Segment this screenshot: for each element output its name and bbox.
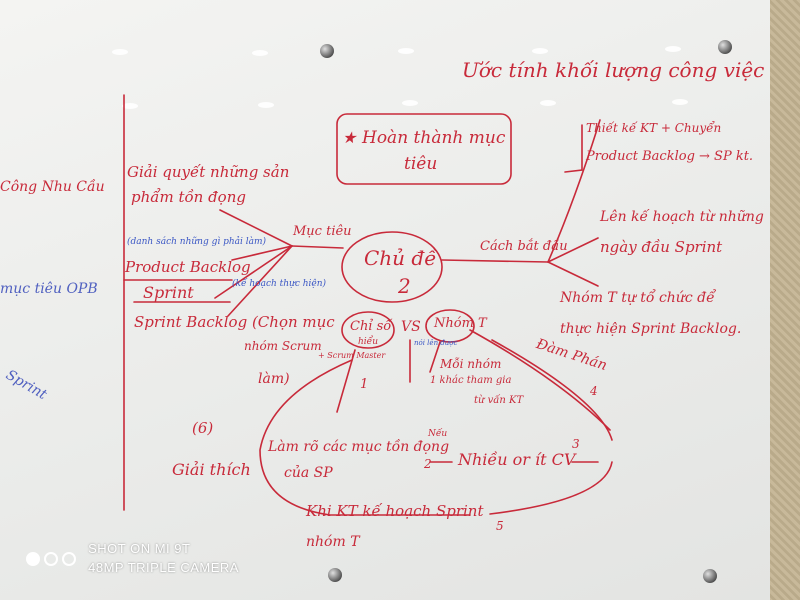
center-topic-line-1: Chủ đề: [364, 246, 437, 270]
members-note-2: 1 khác tham gia: [430, 375, 512, 386]
cycle-bottom-line-1: Khi KT kế hoạch Sprint: [306, 502, 484, 520]
ceiling-light-reflection: [672, 99, 688, 105]
watermark-line-2: 48MP TRIPLE CAMERA: [88, 559, 239, 575]
right-item-2-line-1: Lên kế hoạch từ những: [600, 209, 764, 225]
left-item-2: Product Backlog: [125, 258, 251, 276]
ceiling-light-reflection: [258, 102, 274, 108]
cycle-right-label: Nhiều or ít CV: [458, 450, 576, 469]
left-item-4-cont-2: làm): [258, 371, 290, 387]
step-number-4: 4: [590, 384, 598, 398]
node-right-ellipse: [425, 309, 475, 343]
node-left-ellipse: [341, 311, 395, 349]
node-right-label: Nhóm T: [434, 316, 487, 331]
fan-right-3: [547, 261, 599, 287]
branch-to-right-label: [441, 259, 549, 263]
cycle-left-line-2: của SP: [284, 465, 333, 481]
ceiling-light-reflection: [112, 49, 128, 55]
cycle-bottom-line-2: nhóm T: [306, 534, 360, 550]
goal-box: [336, 113, 512, 185]
scrum-master-note: + Scrum Master: [318, 351, 386, 360]
blue-small-note: nói lên được: [414, 339, 458, 347]
step-number-2: 2: [424, 457, 432, 471]
right-bracket: [564, 124, 583, 173]
cycle-arrow-right: [491, 339, 613, 441]
camera-logo-icon: [26, 551, 76, 566]
left-item-1-line-2: phẩm tồn đọng: [131, 188, 246, 206]
right-item-2-line-2: ngày đầu Sprint: [600, 238, 723, 256]
left-item-4: Sprint Backlog (Chọn mục: [134, 313, 335, 331]
board-mount-screw: [328, 568, 342, 582]
board-mount-screw: [703, 569, 717, 583]
label-goal: Mục tiêu: [293, 224, 352, 239]
left-item-1-line-1: Giải quyết những sản: [127, 163, 290, 181]
fan-left-2: [231, 245, 293, 261]
negotiate-arrow: [469, 329, 611, 431]
right-item-3-line-1: Nhóm T tự tổ chức để: [560, 290, 715, 306]
ceiling-light-reflection: [540, 100, 556, 106]
left-item-4-cont-1: nhóm Scrum: [244, 339, 322, 353]
board-mount-screw: [320, 44, 334, 58]
title-workload-estimate: Ước tính khối lượng công việc: [462, 58, 765, 82]
whiteboard: [0, 0, 770, 600]
right-item-3-line-2: thực hiện Sprint Backlog.: [560, 321, 742, 337]
arrow-down-3: [429, 341, 441, 373]
camera-watermark: SHOT ON MI 9T 48MP TRIPLE CAMERA: [26, 540, 239, 578]
fan-right-1: [547, 119, 601, 263]
ceiling-light-reflection: [402, 100, 418, 106]
ceiling-light-reflection: [665, 46, 681, 52]
blue-note-1: (danh sách những gì phải làm): [127, 237, 267, 247]
explain-label: Giải thích: [172, 460, 251, 479]
right-item-1-line-2: Product Backlog → SP kt.: [586, 149, 754, 164]
center-topic-line-2: 2: [398, 274, 411, 298]
cycle-arrow-bottom: [489, 461, 613, 515]
step-number-1: 1: [360, 377, 369, 392]
fan-left-4: [227, 245, 293, 317]
watermark-line-1: SHOT ON MI 9T: [88, 541, 191, 556]
cycle-left-line-1: Làm rõ các mục tồn đọng: [268, 439, 450, 455]
ceiling-light-reflection: [252, 50, 268, 56]
step-number-6: (6): [192, 419, 214, 437]
node-left-line-1: Chỉ số: [350, 319, 392, 334]
center-topic-ellipse: [341, 231, 443, 303]
ceiling-light-reflection: [398, 48, 414, 54]
left-edge-text-1: Công Nhu Cầu: [0, 179, 105, 195]
branch-to-left-label: [291, 245, 344, 249]
label-how-to-start: Cách bắt đầu: [480, 239, 568, 254]
members-note-3: từ vấn KT: [474, 395, 524, 406]
step-number-5: 5: [496, 519, 504, 533]
right-item-1-line-1: Thiết kế KT + Chuyển: [586, 121, 722, 135]
ceiling-light-reflection: [122, 103, 138, 109]
cycle-loop: [259, 359, 471, 516]
ceiling-light-reflection: [532, 48, 548, 54]
left-edge-text-2: mục tiêu OPB: [0, 281, 98, 297]
step-number-3: 3: [572, 437, 580, 451]
members-note-1: Mỗi nhóm: [440, 357, 502, 371]
node-left-line-2: hiểu: [358, 337, 379, 347]
goal-star: ★: [342, 128, 357, 147]
goal-line-1: Hoàn thành mục: [362, 128, 506, 148]
board-mount-screw: [718, 40, 732, 54]
vs-label: VS: [401, 319, 421, 335]
cycle-if-note: Nếu: [428, 429, 448, 439]
fan-right-2: [547, 237, 599, 263]
fan-left-3: [214, 245, 293, 299]
left-item-3: Sprint: [143, 283, 194, 302]
goal-line-2: tiêu: [404, 154, 438, 174]
blue-note-2: (kế hoạch thực hiện): [232, 279, 327, 289]
fan-left-1: [219, 209, 293, 247]
